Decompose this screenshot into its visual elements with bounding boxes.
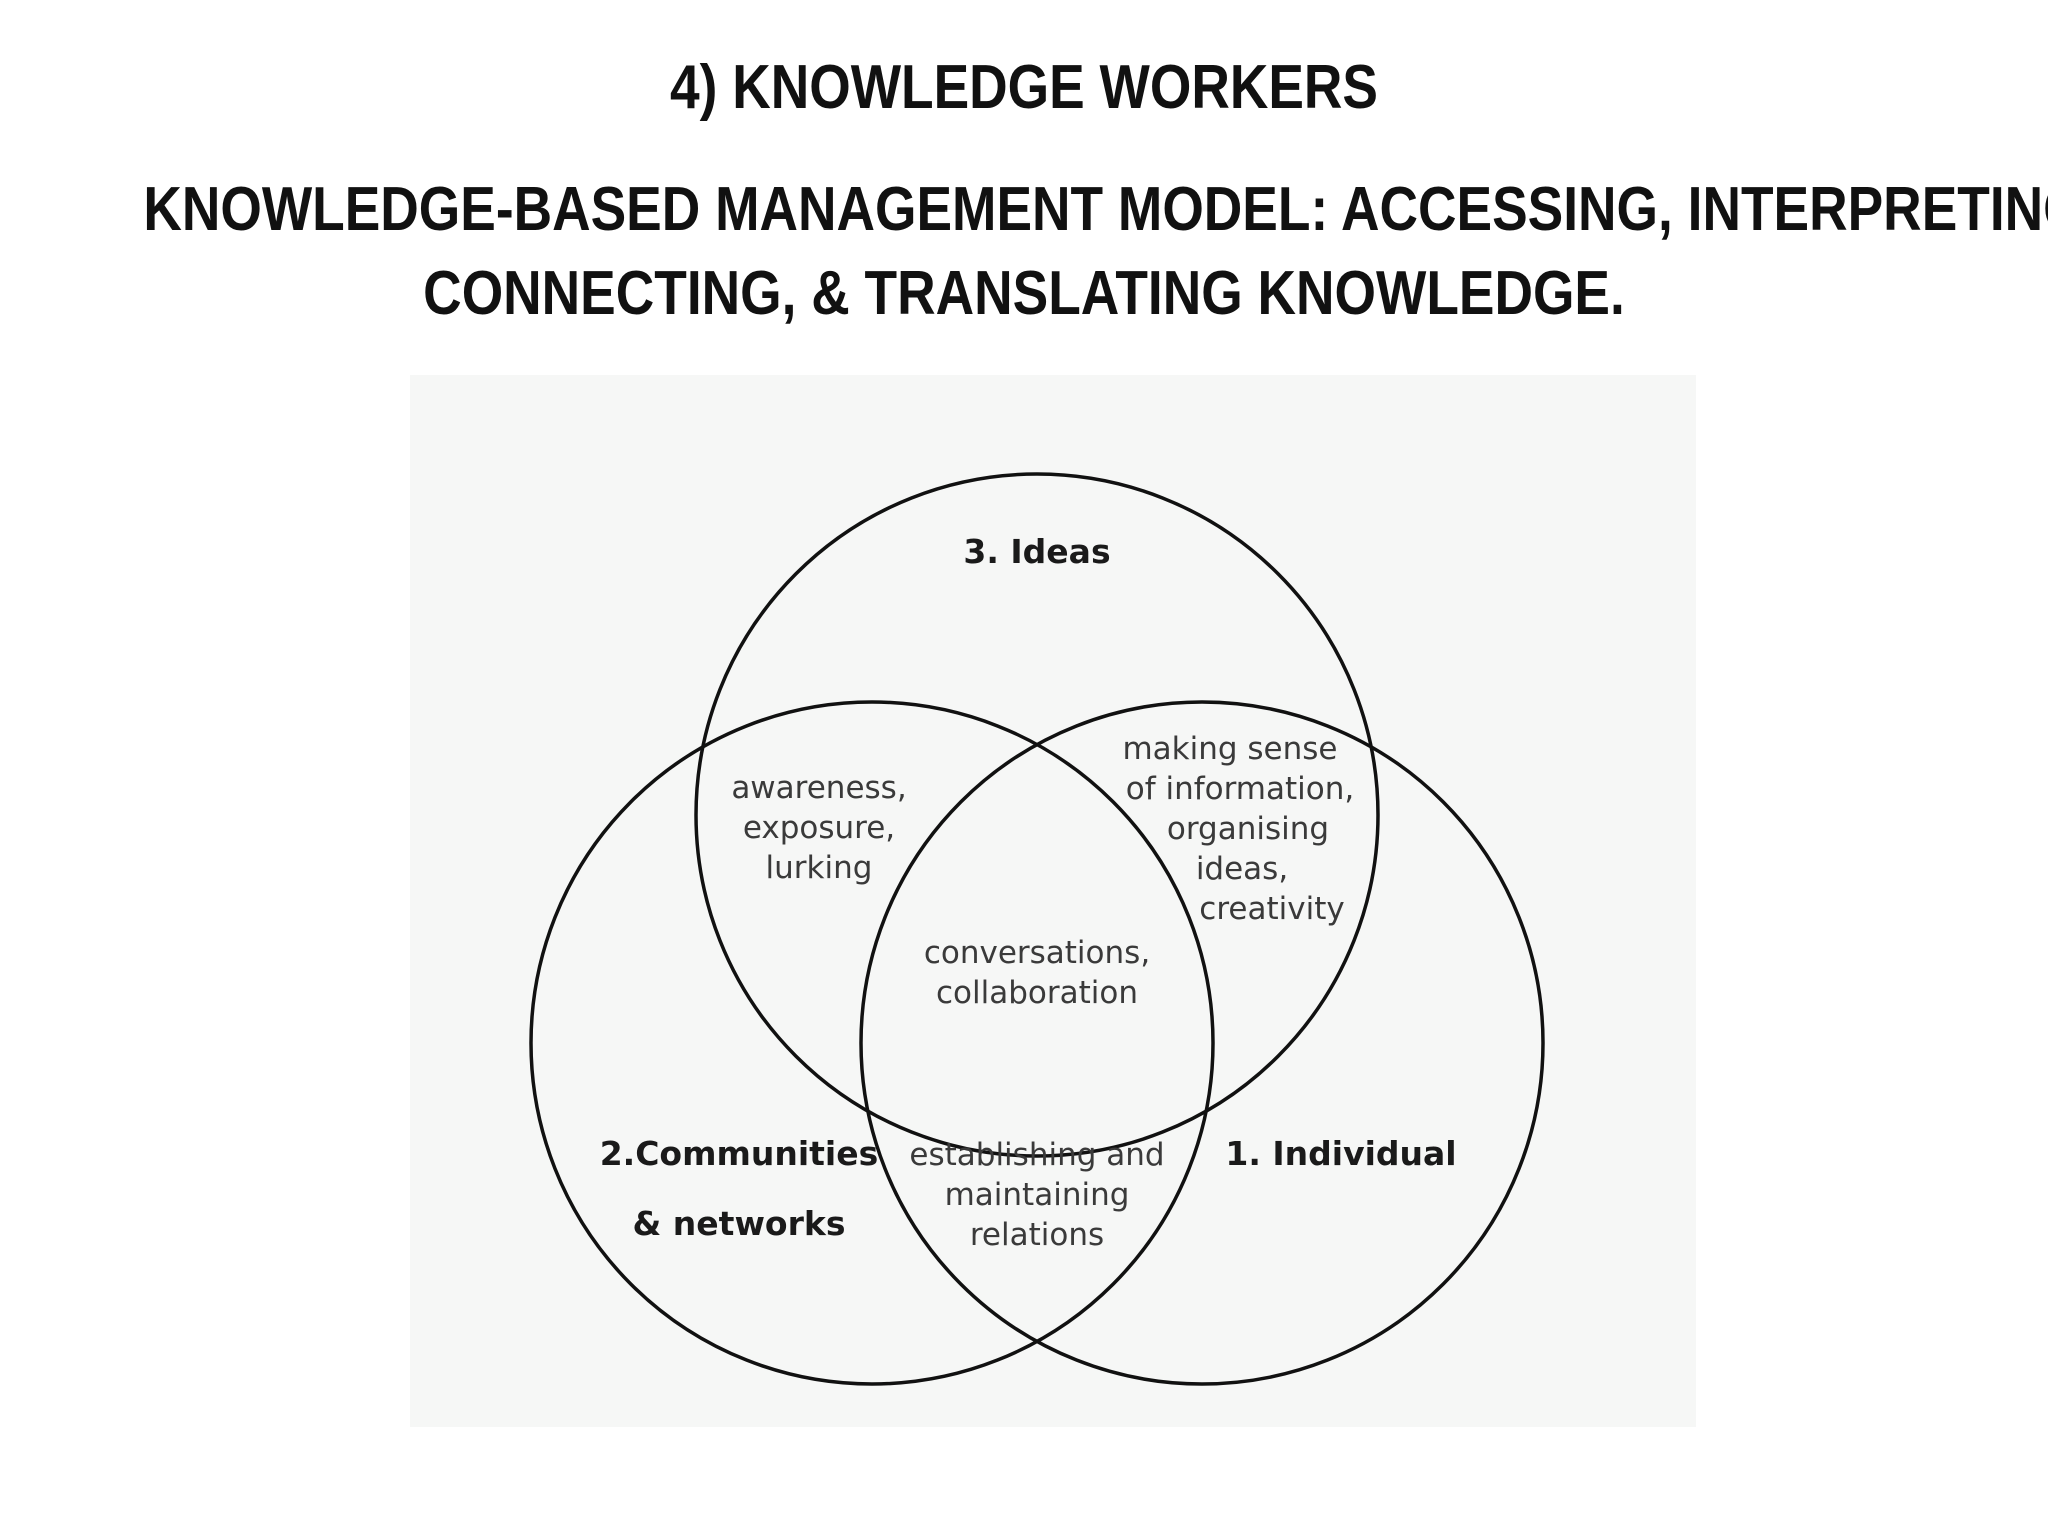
subtitle-line-2: CONNECTING, & TRANSLATING KNOWLEDGE. bbox=[423, 259, 1625, 328]
communities-individual-overlap-line-1: establishing and bbox=[909, 1137, 1164, 1173]
ideas-communities-overlap-line-3: lurking bbox=[766, 850, 873, 886]
ideas-communities-overlap-line-2: exposure, bbox=[743, 810, 895, 846]
ideas-individual-overlap-line-5: creativity bbox=[1199, 891, 1344, 927]
ideas-individual-overlap-line-4: ideas, bbox=[1196, 851, 1288, 887]
center-overlap-line-2: collaboration bbox=[936, 975, 1138, 1011]
communities-circle bbox=[529, 700, 1215, 1386]
ideas-communities-overlap-line-1: awareness, bbox=[731, 770, 906, 806]
center-overlap-line-1: conversations, bbox=[924, 935, 1150, 971]
individual-circle bbox=[859, 700, 1545, 1386]
communities-label-line-2: & networks bbox=[633, 1204, 846, 1243]
ideas-individual-overlap-line-1: making sense bbox=[1122, 731, 1337, 767]
ideas-individual-overlap-line-2: of information, bbox=[1126, 771, 1355, 807]
individual-label: 1. Individual bbox=[1225, 1134, 1456, 1173]
communities-label-line-1: 2.Communities bbox=[600, 1134, 879, 1173]
venn-diagram: 3. Ideas 2.Communities & networks 1. Ind… bbox=[529, 472, 1545, 1386]
slide-subtitle: KNOWLEDGE-BASED MANAGEMENT MODEL: ACCESS… bbox=[143, 168, 2048, 336]
subtitle-line-1: KNOWLEDGE-BASED MANAGEMENT MODEL: ACCESS… bbox=[143, 175, 2048, 244]
ideas-label: 3. Ideas bbox=[963, 532, 1110, 571]
slide-title: 4) KNOWLEDGE WORKERS bbox=[670, 53, 1378, 122]
ideas-individual-overlap-line-3: organising bbox=[1167, 811, 1329, 847]
communities-individual-overlap-line-3: relations bbox=[970, 1217, 1104, 1253]
ideas-circle bbox=[694, 472, 1380, 1158]
venn-diagram-panel: 3. Ideas 2.Communities & networks 1. Ind… bbox=[410, 375, 1696, 1427]
communities-individual-overlap-line-2: maintaining bbox=[945, 1177, 1130, 1213]
